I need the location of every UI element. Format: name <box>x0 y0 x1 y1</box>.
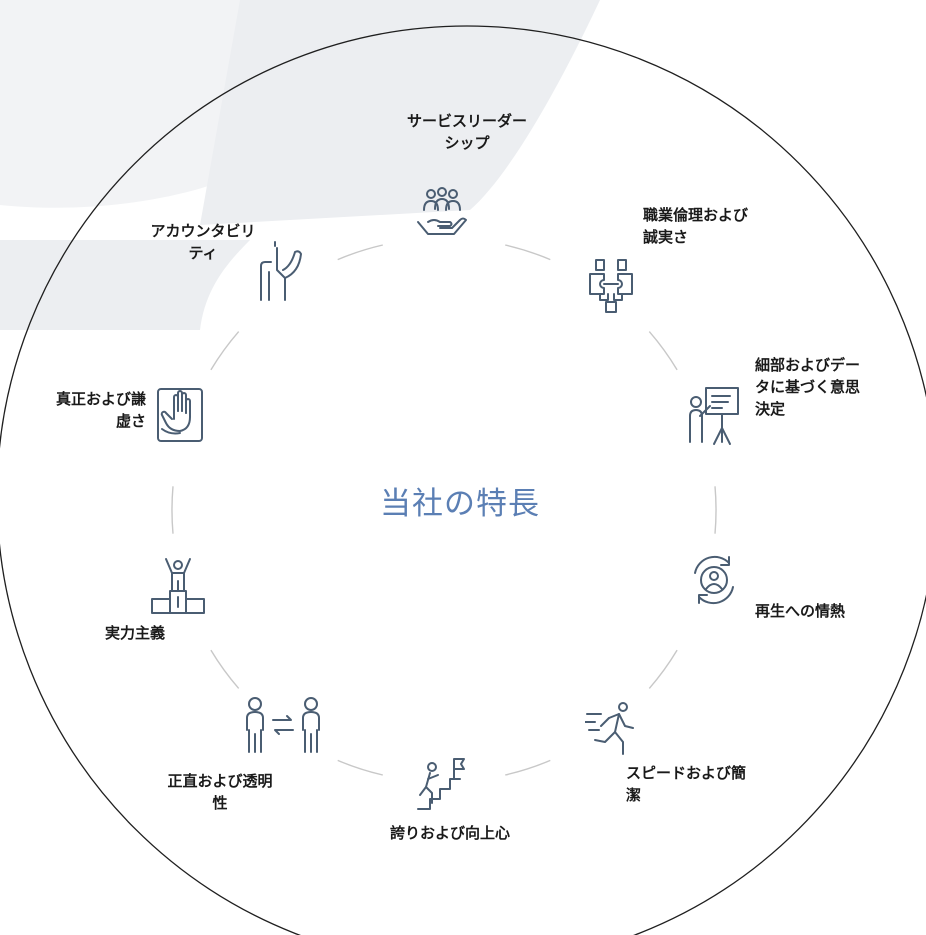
connector-arc <box>648 331 678 371</box>
value-label-pride-improvement: 誇りおよび向上心 <box>389 824 510 842</box>
value-label-speed-simplicity: スピードおよび簡 潔 <box>626 764 747 804</box>
podium-winner-icon <box>150 555 206 615</box>
connector-arc <box>714 486 717 534</box>
value-label-authenticity-humility: 真正および謙 虚さ <box>55 390 146 430</box>
connector-arc <box>171 486 174 534</box>
value-label-accountability: アカウンタビリ ティ <box>150 222 256 262</box>
value-label-honesty-transparency: 正直および透明 性 <box>167 772 273 812</box>
circular-arrows-person-icon <box>685 551 743 609</box>
value-label-passion-regeneration: 再生への情熱 <box>755 602 846 620</box>
helping-hand-people-icon <box>414 184 470 240</box>
presentation-board-icon <box>684 384 744 446</box>
value-label-ethics-integrity: 職業倫理および 誠実さ <box>643 206 749 246</box>
connector-arc <box>337 244 383 261</box>
puzzle-handshake-icon <box>586 258 636 314</box>
climbing-stairs-flag-icon <box>414 755 468 811</box>
running-person-icon <box>585 700 639 758</box>
value-label-meritocracy: 実力主義 <box>104 624 165 642</box>
connector-ring <box>171 244 717 776</box>
background-left-shape <box>0 240 250 330</box>
raised-hand-icon <box>154 383 206 445</box>
connector-arc <box>210 331 240 371</box>
outer-circle <box>0 25 926 935</box>
connector-arc <box>648 649 678 689</box>
connector-arc <box>505 244 551 261</box>
connector-arc <box>210 649 240 689</box>
value-label-detail-data-decisions: 細部およびデー タに基づく意思 決定 <box>755 356 861 418</box>
center-title: 当社の特長 <box>380 486 540 522</box>
raised-arm-icon <box>255 240 305 302</box>
connector-arc <box>337 759 383 776</box>
connector-arc <box>505 759 551 776</box>
value-label-service-leadership: サービスリーダー シップ <box>406 112 527 152</box>
two-people-exchange-icon <box>243 696 323 756</box>
